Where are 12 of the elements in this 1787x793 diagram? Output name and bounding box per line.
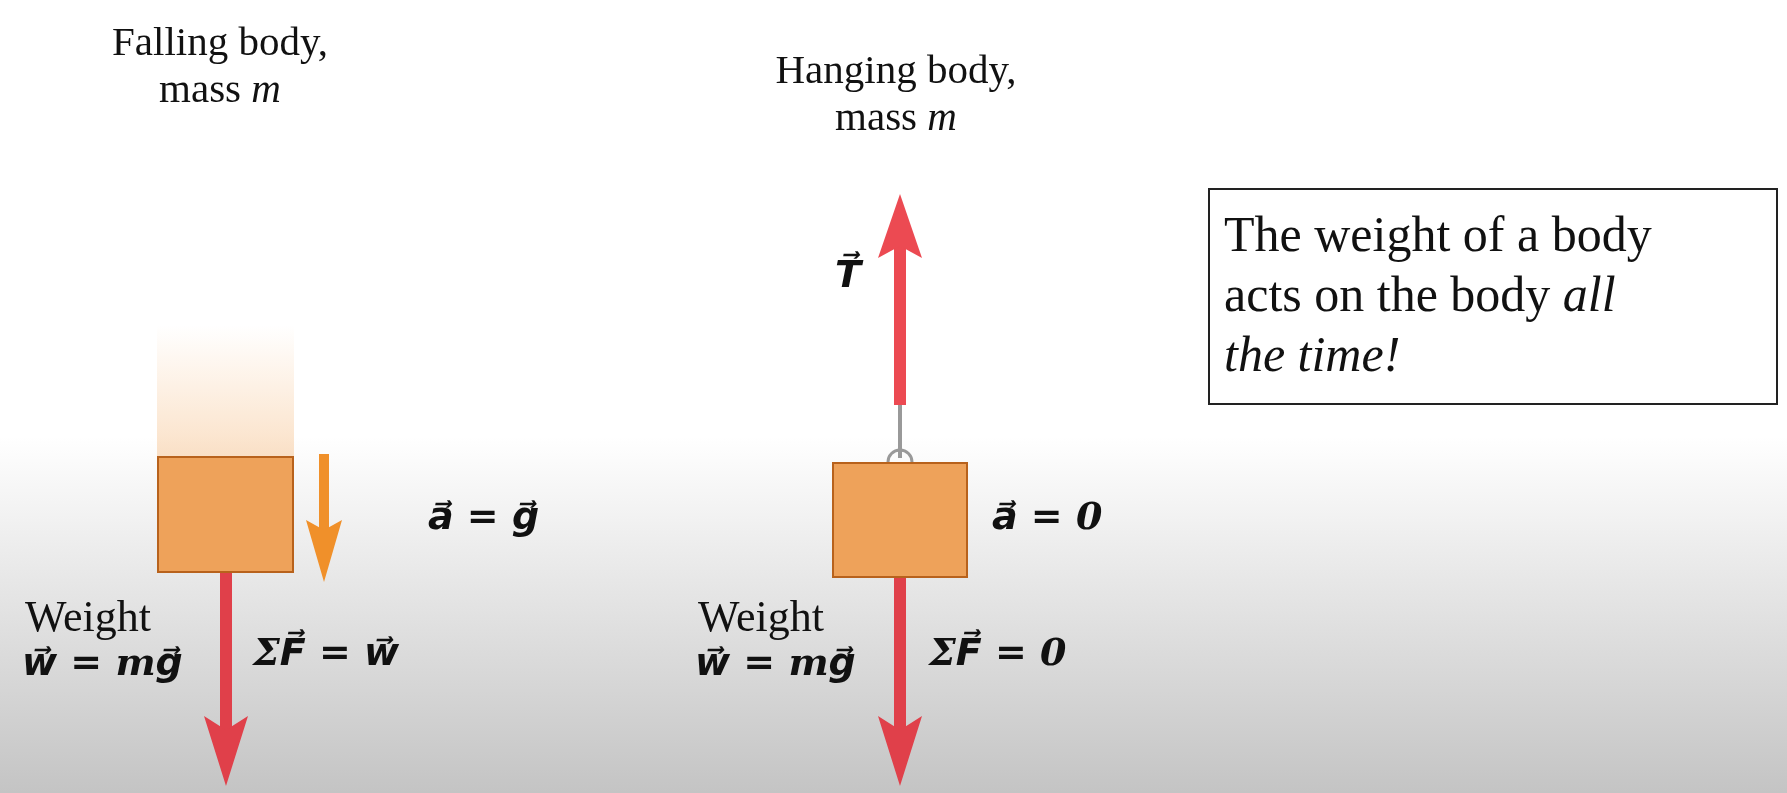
force-label: Weight	[698, 592, 824, 643]
force-label: Weight	[25, 592, 151, 643]
heading: Falling body, mass m	[111, 18, 329, 113]
formula: a⃗ = g⃗	[428, 494, 540, 538]
heading: Hanging body, mass m	[774, 46, 1018, 141]
formula: a⃗ = 0	[992, 494, 1103, 538]
note-box: The weight of a body acts on the body all the time!	[1208, 188, 1778, 405]
formula: ΣF⃗ = w⃗	[253, 630, 400, 674]
formula: w⃗ = mg⃗	[695, 640, 856, 684]
formula: w⃗ = mg⃗	[22, 640, 183, 684]
block	[832, 462, 968, 578]
formula: ΣF⃗ = 0	[929, 630, 1067, 674]
